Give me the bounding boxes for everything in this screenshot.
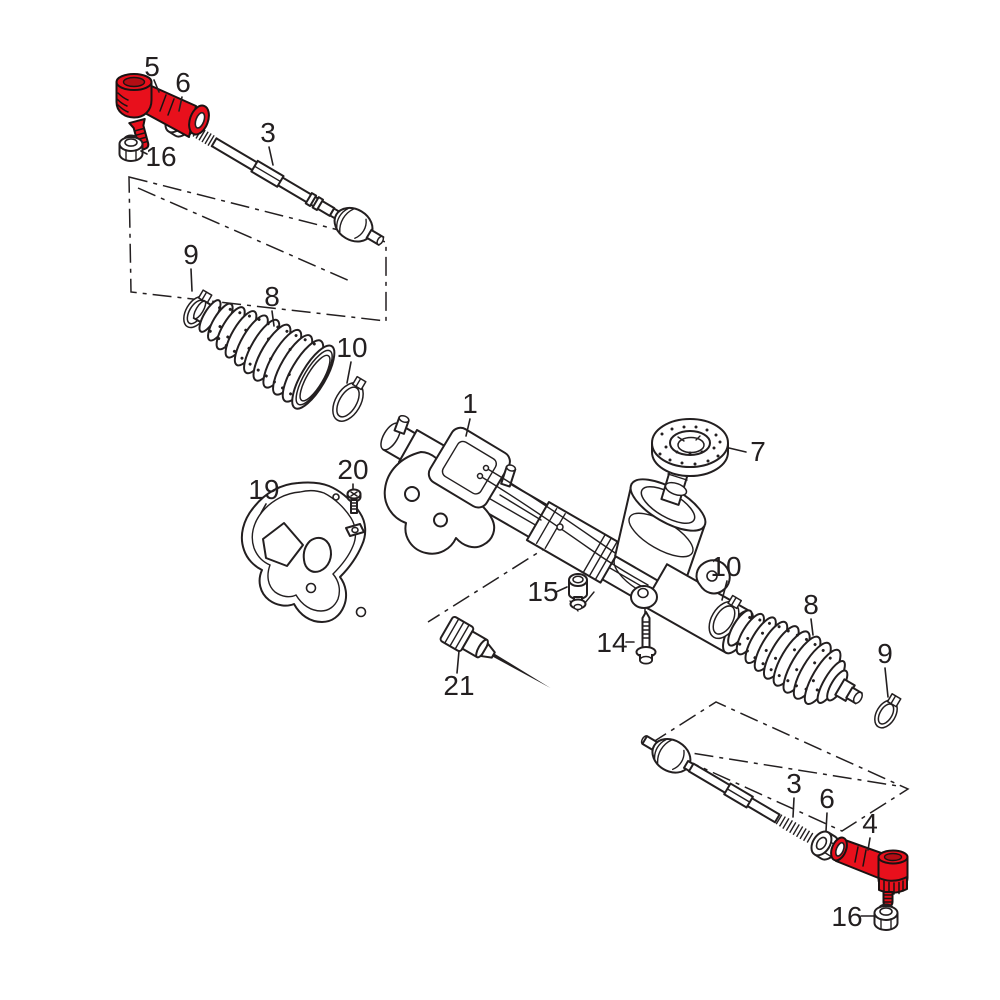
callouts-layer: 5 6 3 16 9 8 10 1: [140, 51, 893, 932]
part-21-sensor: [439, 615, 551, 688]
callout-16-bottom-label[interactable]: 16: [831, 901, 862, 932]
callout-4-label[interactable]: 4: [862, 808, 878, 839]
part-4-tie-rod-end-right[interactable]: [828, 835, 909, 907]
callout-6-bottom[interactable]: 6: [819, 783, 835, 832]
callout-9-right-label[interactable]: 9: [877, 638, 893, 669]
callout-8-left[interactable]: 8: [264, 281, 280, 327]
part-5-ball-housing: [115, 81, 153, 119]
callout-20-label[interactable]: 20: [337, 454, 368, 485]
callout-9-right[interactable]: 9: [877, 638, 893, 698]
callout-14-label[interactable]: 14: [596, 627, 627, 658]
callout-8-right-label[interactable]: 8: [803, 589, 819, 620]
part-5-tie-rod-end-left[interactable]: [115, 73, 213, 151]
callout-4[interactable]: 4: [862, 808, 878, 851]
callout-3-bottom-label[interactable]: 3: [786, 768, 802, 799]
part-14-screw: [635, 611, 657, 665]
callout-1[interactable]: 1: [462, 388, 478, 437]
part-4-socket: [830, 836, 848, 862]
callout-8-left-label[interactable]: 8: [264, 281, 280, 312]
callout-3-top[interactable]: 3: [260, 117, 276, 166]
callout-8-right[interactable]: 8: [803, 589, 819, 636]
callout-14[interactable]: 14: [596, 627, 635, 658]
callout-6-top[interactable]: 6: [175, 67, 191, 112]
part-1-steering-gear-housing: [380, 414, 754, 655]
callout-1-label[interactable]: 1: [462, 388, 478, 419]
callout-5-label[interactable]: 5: [144, 51, 160, 82]
callout-20[interactable]: 20: [337, 454, 369, 490]
assembly-box-right: [648, 701, 910, 832]
callout-6-bottom-label[interactable]: 6: [819, 783, 835, 814]
callout-19[interactable]: 19: [248, 474, 280, 514]
callout-21[interactable]: 21: [443, 650, 475, 701]
part-20-screw: [345, 488, 365, 537]
callout-15[interactable]: 15: [527, 576, 568, 607]
callout-6-top-label[interactable]: 6: [175, 67, 191, 98]
callout-16-top-label[interactable]: 16: [145, 141, 176, 172]
callout-5[interactable]: 5: [144, 51, 160, 93]
assembly-box-left: [128, 176, 387, 322]
part-16-lock-nut-top: [118, 134, 144, 162]
part-8-boot-right: [727, 609, 863, 705]
callout-10-right-label[interactable]: 10: [710, 551, 741, 582]
callout-16-bottom[interactable]: 16: [831, 901, 875, 932]
callout-7-label[interactable]: 7: [750, 436, 766, 467]
part-15-plug: [568, 573, 588, 611]
part-6-hex-nut-bottom: [810, 830, 840, 861]
callout-7[interactable]: 7: [728, 436, 766, 467]
part-10-clamp-left: [332, 375, 367, 422]
callout-10-left-label[interactable]: 10: [336, 332, 367, 363]
part-3-inner-tie-rod-top: [186, 122, 385, 246]
part-3-inner-tie-rod-bottom: [640, 735, 814, 843]
callout-16-top[interactable]: 16: [140, 141, 177, 172]
part-9-clamp-right: [874, 693, 902, 729]
part-19-heat-shield: [240, 481, 367, 623]
callout-10-right[interactable]: 10: [710, 551, 742, 601]
callout-21-label[interactable]: 21: [443, 670, 474, 701]
callout-19-label[interactable]: 19: [248, 474, 279, 505]
part-7-bearing-ring: [651, 418, 729, 477]
callout-3-top-label[interactable]: 3: [260, 117, 276, 148]
callout-10-left[interactable]: 10: [336, 332, 368, 384]
part-16-lock-nut-bottom: [873, 903, 899, 931]
part-8-boot-left: [192, 299, 336, 410]
callout-3-bottom[interactable]: 3: [786, 768, 802, 818]
callout-15-label[interactable]: 15: [527, 576, 558, 607]
part-5-socket: [188, 104, 210, 136]
callout-9-left[interactable]: 9: [183, 239, 199, 292]
callout-9-left-label[interactable]: 9: [183, 239, 199, 270]
